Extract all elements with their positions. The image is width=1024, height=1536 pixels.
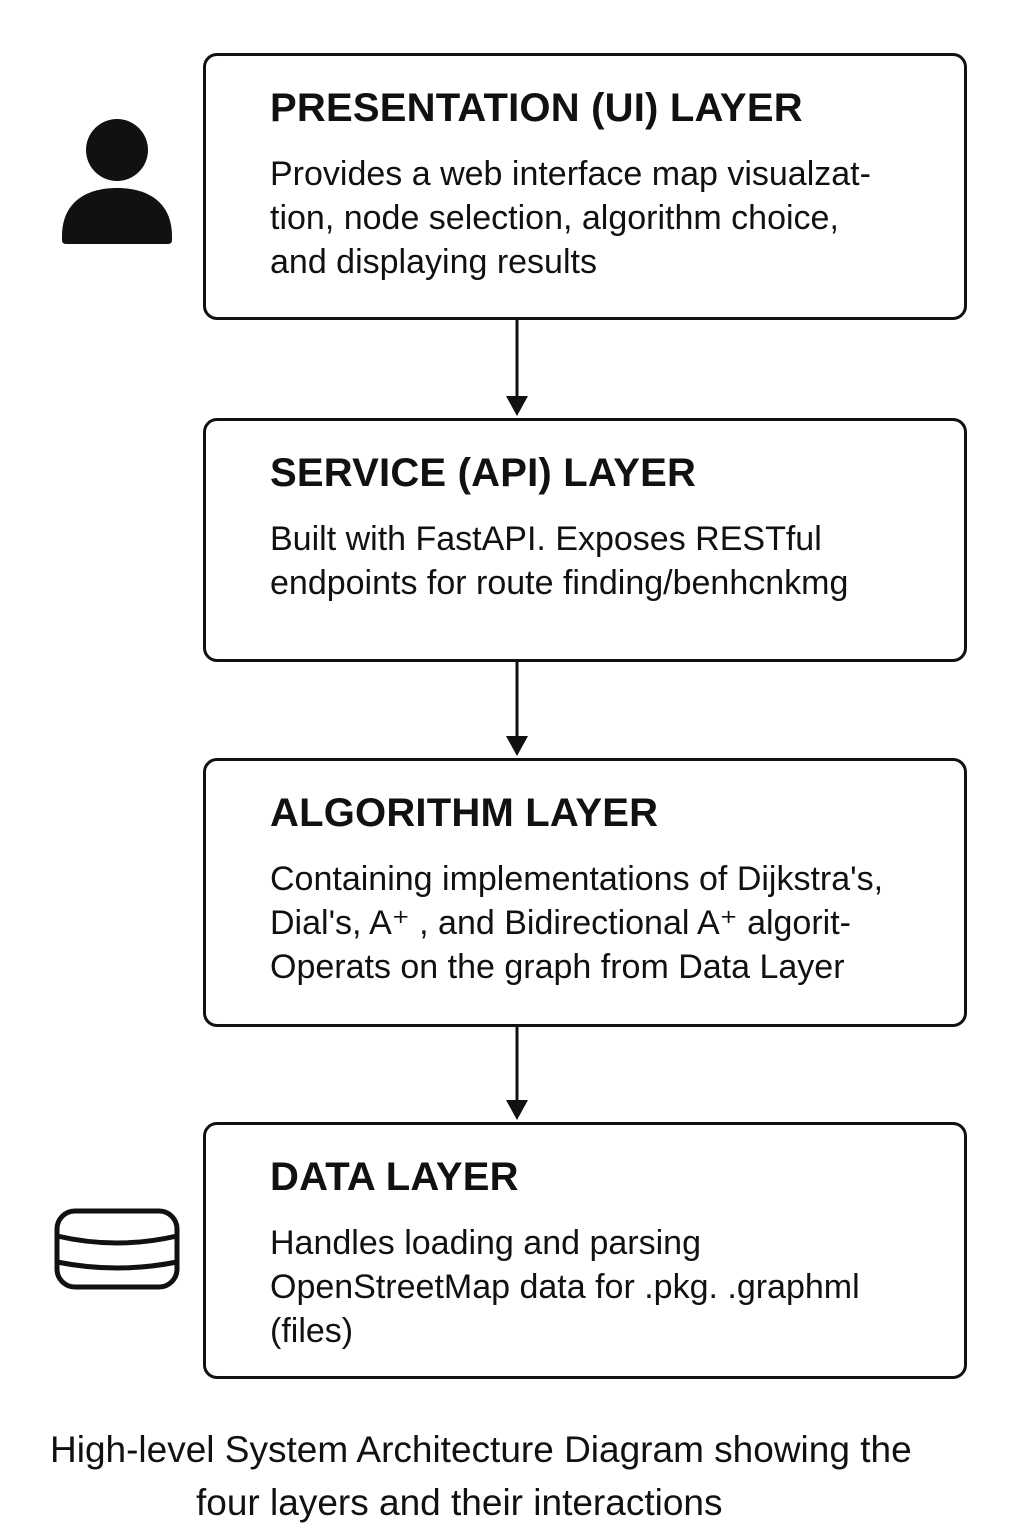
arrow-algorithm-to-data <box>506 1027 528 1120</box>
caption-line: High-level System Architecture Diagram s… <box>50 1429 912 1470</box>
presentation-layer-box: PRESENTATION (UI) LAYER Provides a web i… <box>203 53 967 320</box>
algorithm-layer-box: ALGORITHM LAYER Containing implementatio… <box>203 758 967 1027</box>
data-layer-box: DATA LAYER Handles loading and parsing O… <box>203 1122 967 1379</box>
description-line: Containing implementations of Dijkstra's… <box>270 860 884 898</box>
service-layer-box: SERVICE (API) LAYER Built with FastAPI. … <box>203 418 967 662</box>
arrow-presentation-to-service <box>506 320 528 416</box>
description-line: endpoints for route finding/benhcnkmg <box>270 564 849 602</box>
caption-line: four layers and their interactions <box>196 1482 723 1523</box>
algorithm-layer-title: ALGORITHM LAYER <box>270 791 659 835</box>
service-layer-title: SERVICE (API) LAYER <box>270 451 697 495</box>
diagram-caption: High-level System Architecture Diagram s… <box>0 1423 1024 1529</box>
description-line: Operats on the graph from Data Layer <box>270 948 845 986</box>
algorithm-layer-description: Containing implementations of Dijkstra's… <box>270 857 930 989</box>
presentation-layer-description: Provides a web interface map visualzat- … <box>270 152 930 284</box>
description-line: Built with FastAPI. Exposes RESTful <box>270 520 822 558</box>
user-icon <box>62 119 172 244</box>
description-line: and displaying results <box>270 243 597 281</box>
service-layer-description: Built with FastAPI. Exposes RESTful endp… <box>270 517 930 605</box>
description-line: Handles loading and parsing <box>270 1224 701 1262</box>
description-line: OpenStreetMap data for .pkg. .graphml <box>270 1268 860 1306</box>
description-line: Provides a web interface map visualzat- <box>270 155 871 193</box>
data-layer-description: Handles loading and parsing OpenStreetMa… <box>270 1221 930 1353</box>
arrow-service-to-algorithm <box>506 662 528 756</box>
presentation-layer-title: PRESENTATION (UI) LAYER <box>270 86 803 130</box>
data-layer-title: DATA LAYER <box>270 1155 519 1199</box>
description-line: Dial's, A⁺ , and Bidirectional A⁺ algori… <box>270 904 851 942</box>
description-line: tion, node selection, algorithm choice, <box>270 199 839 237</box>
database-icon <box>54 1208 180 1290</box>
description-line: (files) <box>270 1312 354 1350</box>
